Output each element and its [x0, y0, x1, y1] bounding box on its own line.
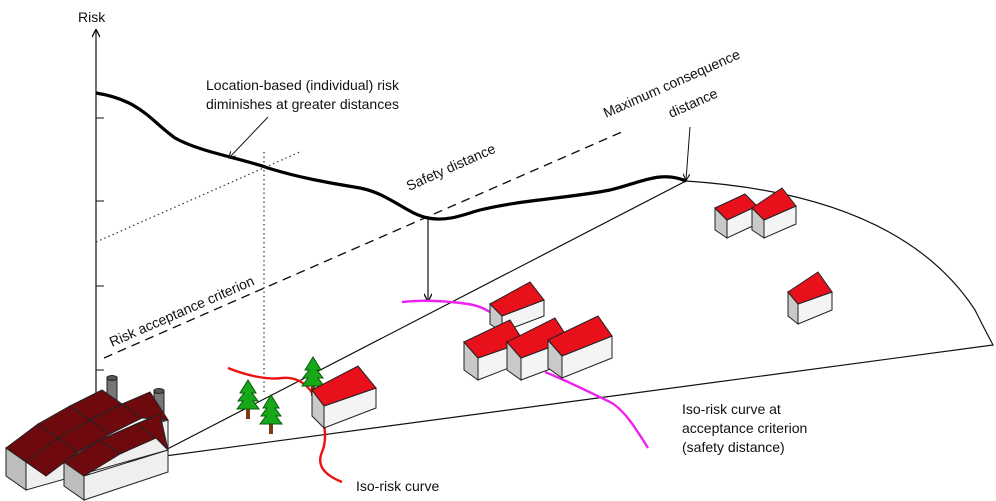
risk-acceptance-line [103, 130, 625, 359]
risk-note-line2: diminishes at greater distances [206, 96, 399, 112]
y-axis-label: Risk [78, 9, 106, 25]
dotted-projection-horizontal [95, 150, 303, 243]
iso-risk-curve-label: Iso-risk curve [356, 478, 439, 494]
house-icon [787, 271, 833, 326]
factory-icon [5, 375, 169, 501]
iso-acceptance-line3: (safety distance) [682, 439, 785, 455]
risk-note-line1: Location-based (individual) risk [206, 77, 400, 93]
house-icon [547, 315, 613, 379]
house-icon [751, 187, 797, 239]
safety-distance-label: Safety distance [404, 140, 498, 194]
max-consequence-pointer [686, 126, 691, 180]
iso-acceptance-line1: Iso-risk curve at [682, 401, 781, 417]
risk-acceptance-label: Risk acceptance criterion [107, 272, 257, 349]
iso-risk-acceptance-curve-lower [544, 370, 650, 449]
house-icon [311, 365, 377, 430]
tree-icon [236, 379, 260, 419]
iso-acceptance-line2: acceptance criterion [682, 420, 807, 436]
y-axis-ticks [96, 117, 104, 371]
risk-curve [95, 91, 687, 221]
tree-icon [259, 394, 283, 434]
risk-note-pointer [229, 116, 269, 158]
